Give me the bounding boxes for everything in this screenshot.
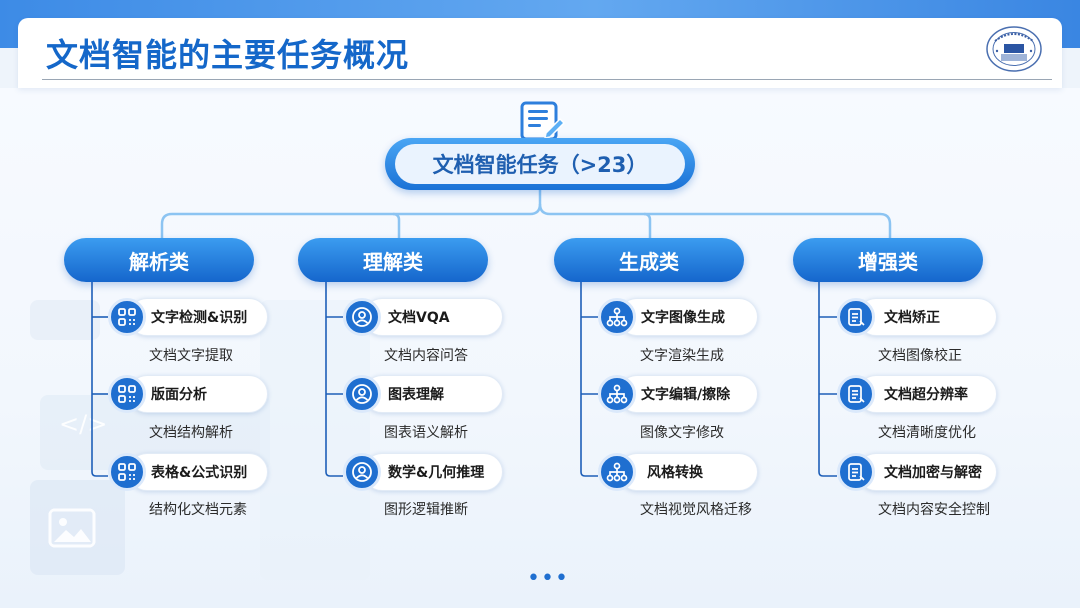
task-description: 图像文字修改 [640,425,724,441]
task-description: 文档视觉风格迁移 [640,502,752,518]
task-description: 文档清晰度优化 [878,425,976,441]
task-pill: 图表理解 [363,375,503,413]
task-item: 文档VQA [343,298,503,338]
task-description: 结构化文档元素 [149,502,247,518]
task-label: 文档矫正 [884,310,940,326]
task-item: 表格&公式识别 [108,453,268,493]
task-description: 图表语义解析 [384,425,468,441]
task-label: 图表理解 [388,387,444,403]
task-description: 图形逻辑推断 [384,502,468,518]
task-label: 文档VQA [388,310,450,326]
task-description: 文档图像校正 [878,348,962,364]
user-icon [343,298,381,336]
task-description: 文档文字提取 [149,348,233,364]
grid-icon [108,298,146,336]
image-placeholder-icon [48,508,96,548]
decor-panel [30,480,125,575]
task-label: 版面分析 [151,387,207,403]
code-icon: </> [59,410,107,438]
task-label: 表格&公式识别 [151,465,248,481]
document-icon [837,375,875,413]
task-pill: 文档加密与解密 [857,453,997,491]
task-item: 版面分析 [108,375,268,415]
task-label: 风格转换 [647,465,703,481]
task-description: 文字渲染生成 [640,348,724,364]
task-item: 文档加密与解密 [837,453,997,493]
task-label: 文字检测&识别 [151,310,248,326]
task-pill: 风格转换 [618,453,758,491]
category-parsing: 解析类 [64,238,254,282]
document-icon [837,453,875,491]
header-card [18,18,1062,88]
page-title: 文档智能的主要任务概况 [46,36,410,74]
decor-panel [30,300,100,340]
decor-panel [260,300,370,580]
task-pill: 文字检测&识别 [128,298,268,336]
task-description: 文档内容安全控制 [878,502,990,518]
category-enhancement: 增强类 [793,238,983,282]
task-label: 文档加密与解密 [884,465,982,481]
document-edit-icon [520,101,565,141]
user-icon [343,453,381,491]
task-description: 文档结构解析 [149,425,233,441]
task-description: 文档内容问答 [384,348,468,364]
root-node: 文档智能任务（>23） [385,138,695,190]
task-pill: 数学&几何推理 [363,453,503,491]
task-item: 文字图像生成 [598,298,758,338]
task-pill: 版面分析 [128,375,268,413]
title-divider [42,79,1052,80]
task-item: 文档超分辨率 [837,375,997,415]
hierarchy-icon [598,375,636,413]
svg-text:</>: </> [59,410,107,438]
task-pill: 文档矫正 [857,298,997,336]
task-label: 数学&几何推理 [388,465,485,481]
hierarchy-icon [598,453,636,491]
task-item: 文档矫正 [837,298,997,338]
user-icon [343,375,381,413]
task-label: 文字编辑/擦除 [641,387,731,403]
task-item: 数学&几何推理 [343,453,503,493]
task-pill: 文档超分辨率 [857,375,997,413]
grid-icon [108,453,146,491]
hierarchy-icon [598,298,636,336]
category-understanding: 理解类 [298,238,488,282]
task-item: 图表理解 [343,375,503,415]
document-icon [837,298,875,336]
root-label: 文档智能任务（>23） [395,144,685,184]
task-pill: 文字编辑/擦除 [618,375,758,413]
task-item: 文字编辑/擦除 [598,375,758,415]
category-generation: 生成类 [554,238,744,282]
university-logo [986,26,1042,72]
task-item: 文字检测&识别 [108,298,268,338]
task-item: 风格转换 [598,453,758,493]
task-label: 文档超分辨率 [884,387,968,403]
more-indicator: ••• [527,566,569,591]
task-label: 文字图像生成 [641,310,725,326]
task-pill: 文档VQA [363,298,503,336]
task-pill: 表格&公式识别 [128,453,268,491]
task-pill: 文字图像生成 [618,298,758,336]
grid-icon [108,375,146,413]
